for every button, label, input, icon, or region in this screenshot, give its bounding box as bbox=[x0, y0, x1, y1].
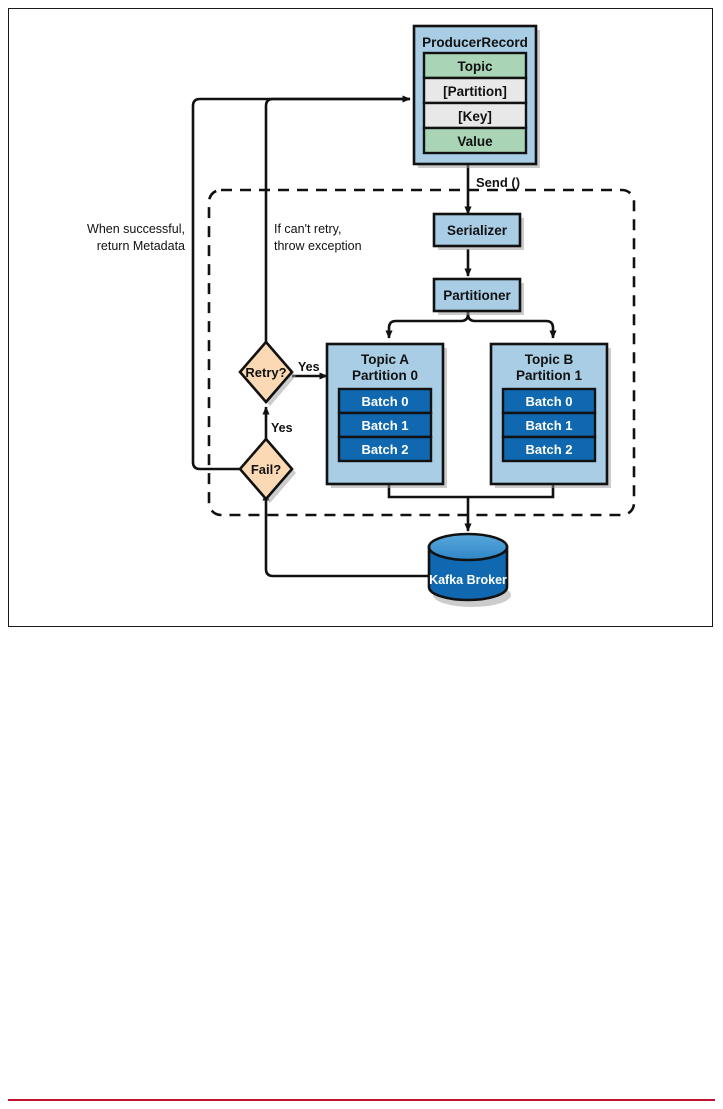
edge-partitioner-topic-a bbox=[385, 311, 470, 339]
topic-b-batch-1-box bbox=[501, 411, 597, 439]
annotation-exception-line1: If can't retry, bbox=[274, 222, 341, 236]
edge-success-return-metadata bbox=[191, 95, 411, 471]
producer-record-field-value-box bbox=[422, 126, 528, 155]
retry-decision-label: Retry? bbox=[245, 365, 286, 380]
annotation-success-line2: return Metadata bbox=[97, 239, 185, 253]
kafka-broker-node[interactable]: Kafka Broker bbox=[427, 532, 511, 607]
topic-a-name: Topic A bbox=[361, 352, 409, 367]
topic-a-batch-2-label: Batch 2 bbox=[362, 442, 409, 457]
topic-a-batch-1-label: Batch 1 bbox=[362, 418, 409, 433]
kafka-broker-label: Kafka Broker bbox=[429, 573, 507, 587]
kafka-broker-body bbox=[427, 545, 509, 602]
edge-topics-to-broker bbox=[387, 485, 468, 499]
topic-a-partition: Partition 0 bbox=[352, 368, 418, 383]
fail-decision-diamond bbox=[238, 437, 294, 501]
send-edge-label: Send () bbox=[476, 175, 520, 190]
topic-b-name: Topic B bbox=[525, 352, 574, 367]
retry-decision-diamond bbox=[238, 340, 294, 404]
producer-flow-diagram: ProducerRecord Topic [Partition] [Key] V… bbox=[87, 24, 636, 607]
topic-a-batch-1-box bbox=[337, 411, 433, 439]
fail-decision-node[interactable]: Fail? bbox=[238, 437, 296, 503]
retry-yes-label: Yes bbox=[298, 360, 320, 374]
topic-b-node[interactable]: Topic B Partition 1 Batch 0 Batch 1 Batc… bbox=[489, 342, 611, 488]
topic-a-batch-0-label: Batch 0 bbox=[362, 394, 409, 409]
topic-b-batch-1-label: Batch 1 bbox=[526, 418, 573, 433]
producer-record-field-value-label: Value bbox=[457, 134, 493, 149]
topic-b-partition: Partition 1 bbox=[516, 368, 583, 383]
topic-a-node[interactable]: Topic A Partition 0 Batch 0 Batch 1 Batc… bbox=[325, 342, 447, 488]
topic-b-batch-0-label: Batch 0 bbox=[526, 394, 573, 409]
producer-record-node[interactable]: ProducerRecord Topic [Partition] [Key] V… bbox=[412, 24, 540, 168]
producer-record-field-partition-box bbox=[422, 76, 528, 105]
annotation-exception: If can't retry, throw exception bbox=[274, 222, 362, 253]
retry-decision-node[interactable]: Retry? bbox=[238, 340, 296, 406]
bottom-rule bbox=[8, 1099, 715, 1101]
producer-record-title: ProducerRecord bbox=[422, 35, 528, 50]
topic-a-batch-2-box bbox=[337, 435, 433, 463]
edge-partitioner-topic-b bbox=[466, 311, 557, 339]
topic-b-batch-2-box bbox=[501, 435, 597, 463]
partitioner-label: Partitioner bbox=[443, 288, 511, 303]
producer-boundary-dashed bbox=[207, 188, 636, 517]
partitioner-node[interactable]: Partitioner bbox=[432, 277, 524, 315]
edge-broker-to-fail bbox=[262, 492, 430, 578]
annotation-exception-line2: throw exception bbox=[274, 239, 362, 253]
serializer-node[interactable]: Serializer bbox=[432, 212, 524, 250]
annotation-success: When successful, return Metadata bbox=[87, 222, 185, 253]
topic-a-batch-0-box bbox=[337, 387, 433, 415]
producer-record-field-topic-label: Topic bbox=[458, 59, 493, 74]
serializer-box bbox=[432, 212, 522, 248]
edge-topic-b-merge bbox=[468, 485, 555, 499]
producer-record-field-key-label: [Key] bbox=[458, 109, 492, 124]
figure-frame: ProducerRecord Topic [Partition] [Key] V… bbox=[8, 8, 713, 627]
partitioner-box bbox=[432, 277, 522, 313]
fail-yes-label: Yes bbox=[271, 421, 293, 435]
edge-throw-exception bbox=[264, 97, 410, 346]
fail-decision-label: Fail? bbox=[251, 462, 281, 477]
serializer-label: Serializer bbox=[447, 223, 508, 238]
kafka-broker-top bbox=[427, 532, 509, 562]
producer-record-field-partition-label: [Partition] bbox=[443, 84, 507, 99]
annotation-success-line1: When successful, bbox=[87, 222, 185, 236]
topic-b-batch-2-label: Batch 2 bbox=[526, 442, 573, 457]
